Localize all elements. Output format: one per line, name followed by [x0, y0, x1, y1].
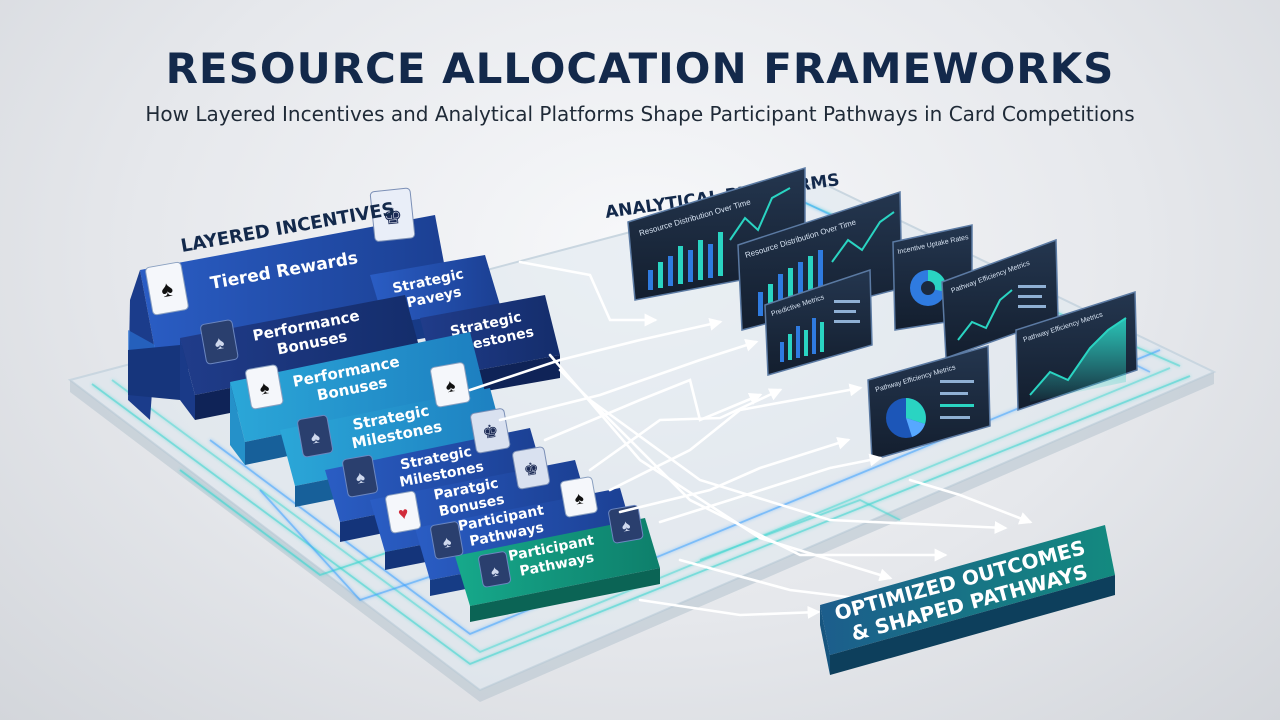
- bar-chart-icon: [780, 318, 824, 362]
- pie-chart-icon: [886, 398, 926, 438]
- spade-card-icon: ♠: [430, 362, 471, 408]
- bar-chart-icon: [758, 250, 823, 316]
- metric-list: [940, 380, 974, 419]
- svg-text:♠: ♠: [490, 563, 501, 581]
- bar-chart-icon: [648, 232, 723, 290]
- svg-text:♠: ♠: [159, 276, 175, 303]
- svg-text:♠: ♠: [309, 427, 321, 447]
- area-chart: [1030, 318, 1126, 402]
- spade-card-icon: ♠: [342, 454, 379, 498]
- outcome-block: OPTIMIZED OUTCOMES & SHAPED PATHWAYS: [820, 525, 1115, 675]
- king-card-icon: ♚: [512, 446, 550, 490]
- metric-list: [1018, 285, 1046, 308]
- flow-arrows: [468, 260, 1033, 619]
- svg-text:♠: ♠: [354, 467, 366, 487]
- line-chart-icon: [831, 211, 895, 263]
- page-title: RESOURCE ALLOCATION FRAMEWORKS: [165, 44, 1115, 93]
- svg-text:♚: ♚: [522, 459, 540, 480]
- svg-text:♠: ♠: [442, 534, 454, 552]
- line-chart-icon: [957, 289, 1013, 341]
- svg-text:♚: ♚: [481, 420, 500, 442]
- svg-text:♠: ♠: [573, 488, 585, 508]
- svg-text:♠: ♠: [620, 517, 632, 535]
- line-chart-icon: [729, 187, 791, 241]
- layered-incentives-stack: Tiered Rewards Strategic Paveys Performa…: [128, 187, 660, 622]
- spade-card-icon: ♠: [200, 319, 239, 365]
- king-card-icon: ♚: [470, 408, 511, 454]
- pie-chart-icon: [910, 269, 947, 306]
- svg-text:♥: ♥: [397, 503, 410, 523]
- metric-list: [834, 300, 860, 323]
- analytics-panel-7: Predictive Metrics: [764, 268, 873, 376]
- svg-text:♠: ♠: [213, 332, 226, 353]
- line-chart-icon: [1029, 317, 1127, 396]
- spade-card-icon: ♠: [145, 261, 189, 316]
- spade-card-icon: ♠: [430, 521, 464, 560]
- heart-card-icon: ♥: [385, 490, 422, 534]
- svg-text:♠: ♠: [258, 377, 271, 398]
- page-subtitle: How Layered Incentives and Analytical Pl…: [145, 102, 1135, 126]
- svg-text:♚: ♚: [382, 203, 404, 230]
- spade-card-icon: ♠: [297, 414, 334, 458]
- spade-card-icon: ♠: [478, 551, 511, 588]
- king-card-icon: ♚: [369, 187, 416, 242]
- spade-card-icon: ♠: [560, 476, 598, 518]
- svg-text:♠: ♠: [444, 375, 457, 396]
- spade-card-icon: ♠: [245, 364, 284, 410]
- spade-card-icon: ♠: [608, 504, 644, 544]
